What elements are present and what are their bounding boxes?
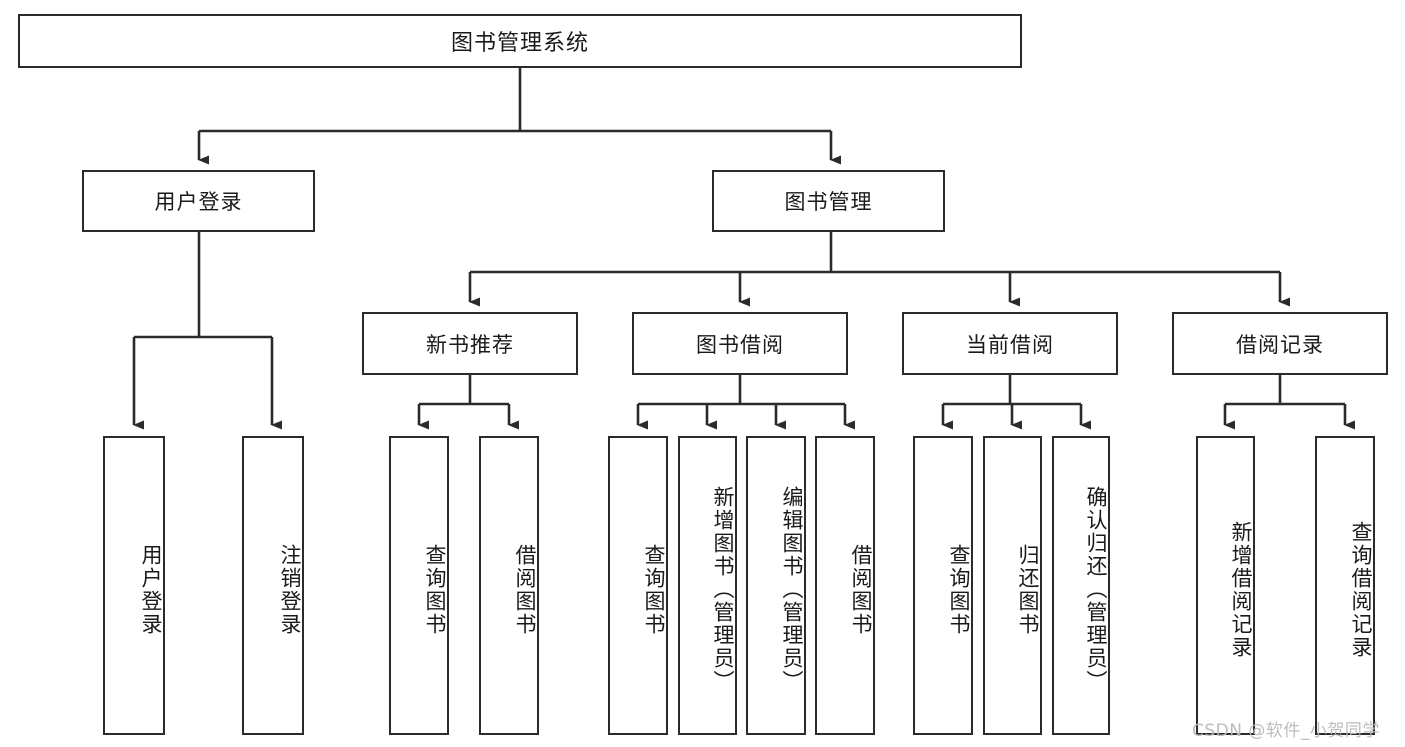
node-label: 查询借阅记录	[1349, 520, 1373, 659]
leaf-edit-book[interactable]: 编辑图书（管理员）	[746, 436, 806, 735]
node-label: 确认归还（管理员）	[1084, 486, 1108, 693]
leaf-confirm-return[interactable]: 确认归还（管理员）	[1052, 436, 1110, 735]
leaf-add-book[interactable]: 新增图书（管理员）	[678, 436, 737, 735]
leaf-add-record[interactable]: 新增借阅记录	[1196, 436, 1255, 735]
node-root-system[interactable]: 图书管理系统	[18, 14, 1022, 68]
node-label: 查询图书	[642, 543, 666, 636]
watermark-csdn: CSDN @软件_小贺同学	[1192, 721, 1380, 741]
node-label: 借阅图书	[513, 543, 537, 636]
leaf-logout-login[interactable]: 注销登录	[242, 436, 304, 735]
leaf-return-book[interactable]: 归还图书	[983, 436, 1042, 735]
node-label: 借阅记录	[1236, 332, 1324, 357]
leaf-query-book-3[interactable]: 查询图书	[913, 436, 973, 735]
node-label: 查询图书	[947, 543, 971, 636]
node-label: 图书管理系统	[450, 31, 589, 56]
leaf-query-book-1[interactable]: 查询图书	[389, 436, 449, 735]
leaf-borrow-book-2[interactable]: 借阅图书	[815, 436, 875, 735]
node-label: 用户登录	[139, 543, 163, 636]
leaf-borrow-book-1[interactable]: 借阅图书	[479, 436, 539, 735]
leaf-user-login[interactable]: 用户登录	[103, 436, 165, 735]
node-user-login[interactable]: 用户登录	[82, 170, 315, 232]
leaf-query-record[interactable]: 查询借阅记录	[1315, 436, 1375, 735]
node-label: 注销登录	[278, 543, 302, 636]
node-label: 新书推荐	[426, 332, 514, 357]
node-label: 新增借阅记录	[1229, 520, 1253, 659]
node-book-borrow[interactable]: 图书借阅	[632, 312, 848, 375]
node-label: 图书借阅	[696, 332, 784, 357]
node-new-book-recommend[interactable]: 新书推荐	[362, 312, 578, 375]
node-current-borrow[interactable]: 当前借阅	[902, 312, 1118, 375]
node-label: 新增图书（管理员）	[711, 486, 735, 693]
node-book-manage[interactable]: 图书管理	[712, 170, 945, 232]
node-label: 查询图书	[423, 543, 447, 636]
leaf-query-book-2[interactable]: 查询图书	[608, 436, 668, 735]
node-label: 当前借阅	[966, 332, 1054, 357]
node-borrow-record[interactable]: 借阅记录	[1172, 312, 1388, 375]
node-label: 归还图书	[1016, 543, 1040, 636]
node-label: 编辑图书（管理员）	[780, 486, 804, 693]
node-label: 图书管理	[784, 190, 873, 214]
node-label: 用户登录	[154, 190, 243, 214]
node-label: 借阅图书	[849, 543, 873, 636]
